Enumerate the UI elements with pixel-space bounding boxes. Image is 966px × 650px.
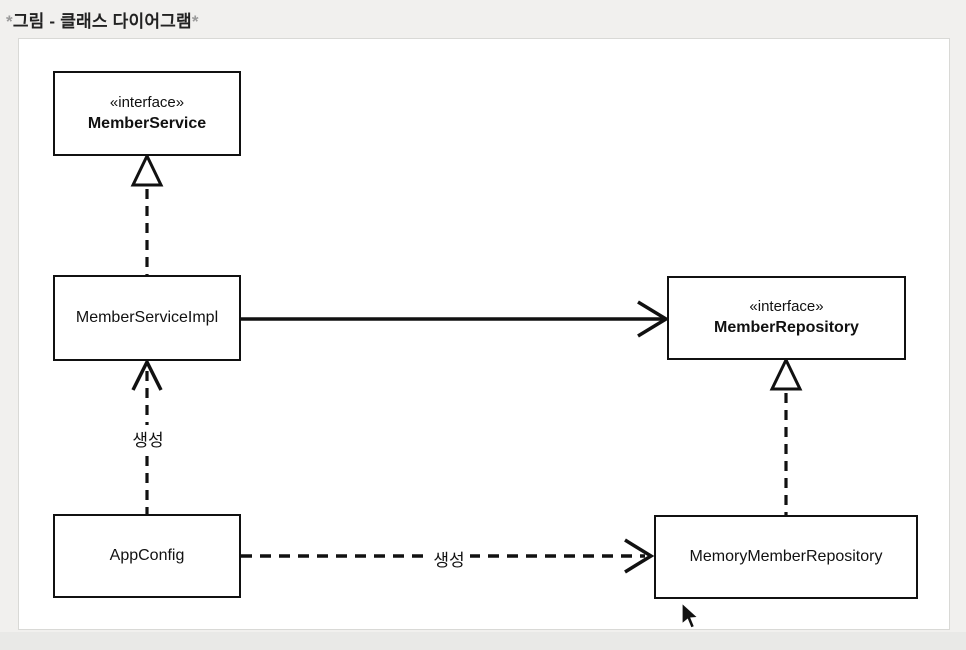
stereotype-label: «interface» — [109, 93, 185, 111]
class-name-label: MemberService — [87, 114, 207, 132]
class-box-memory-member-repository[interactable]: MemoryMemberRepository — [654, 515, 918, 599]
page-bottom-strip — [0, 632, 966, 650]
class-name-label: AppConfig — [109, 547, 185, 565]
class-name-label: MemberServiceImpl — [75, 309, 219, 327]
caption-text: 그림 - 클래스 다이어그램 — [12, 12, 192, 31]
realization-triangle-member-service — [130, 152, 164, 187]
diagram-edges-layer — [130, 152, 803, 629]
mouse-cursor — [681, 601, 700, 629]
association-arrowhead-member-repository — [637, 300, 670, 338]
realization-triangle-member-repository — [769, 356, 803, 391]
class-name-label: MemoryMemberRepository — [689, 548, 883, 566]
dependency-arrowhead-create-service — [131, 358, 163, 391]
class-name-label: MemberRepository — [714, 319, 859, 337]
diagram-canvas: «interface» MemberService MemberServiceI… — [18, 38, 950, 630]
dependency-arrowhead-create-repository — [624, 538, 655, 574]
caption-asterisk-right: * — [191, 12, 199, 31]
class-box-member-service-impl[interactable]: MemberServiceImpl — [53, 275, 241, 361]
edge-label-create-vertical: 생성 — [129, 425, 167, 452]
class-box-app-config[interactable]: AppConfig — [53, 514, 241, 598]
class-box-member-repository[interactable]: «interface» MemberRepository — [667, 276, 906, 360]
class-box-member-service[interactable]: «interface» MemberService — [53, 71, 241, 156]
stereotype-label: «interface» — [749, 298, 824, 316]
caption-asterisk-left: * — [6, 12, 13, 31]
edge-label-create-horizontal: 생성 — [428, 545, 470, 572]
figure-caption: *그림 - 클래스 다이어그램* — [6, 7, 199, 32]
